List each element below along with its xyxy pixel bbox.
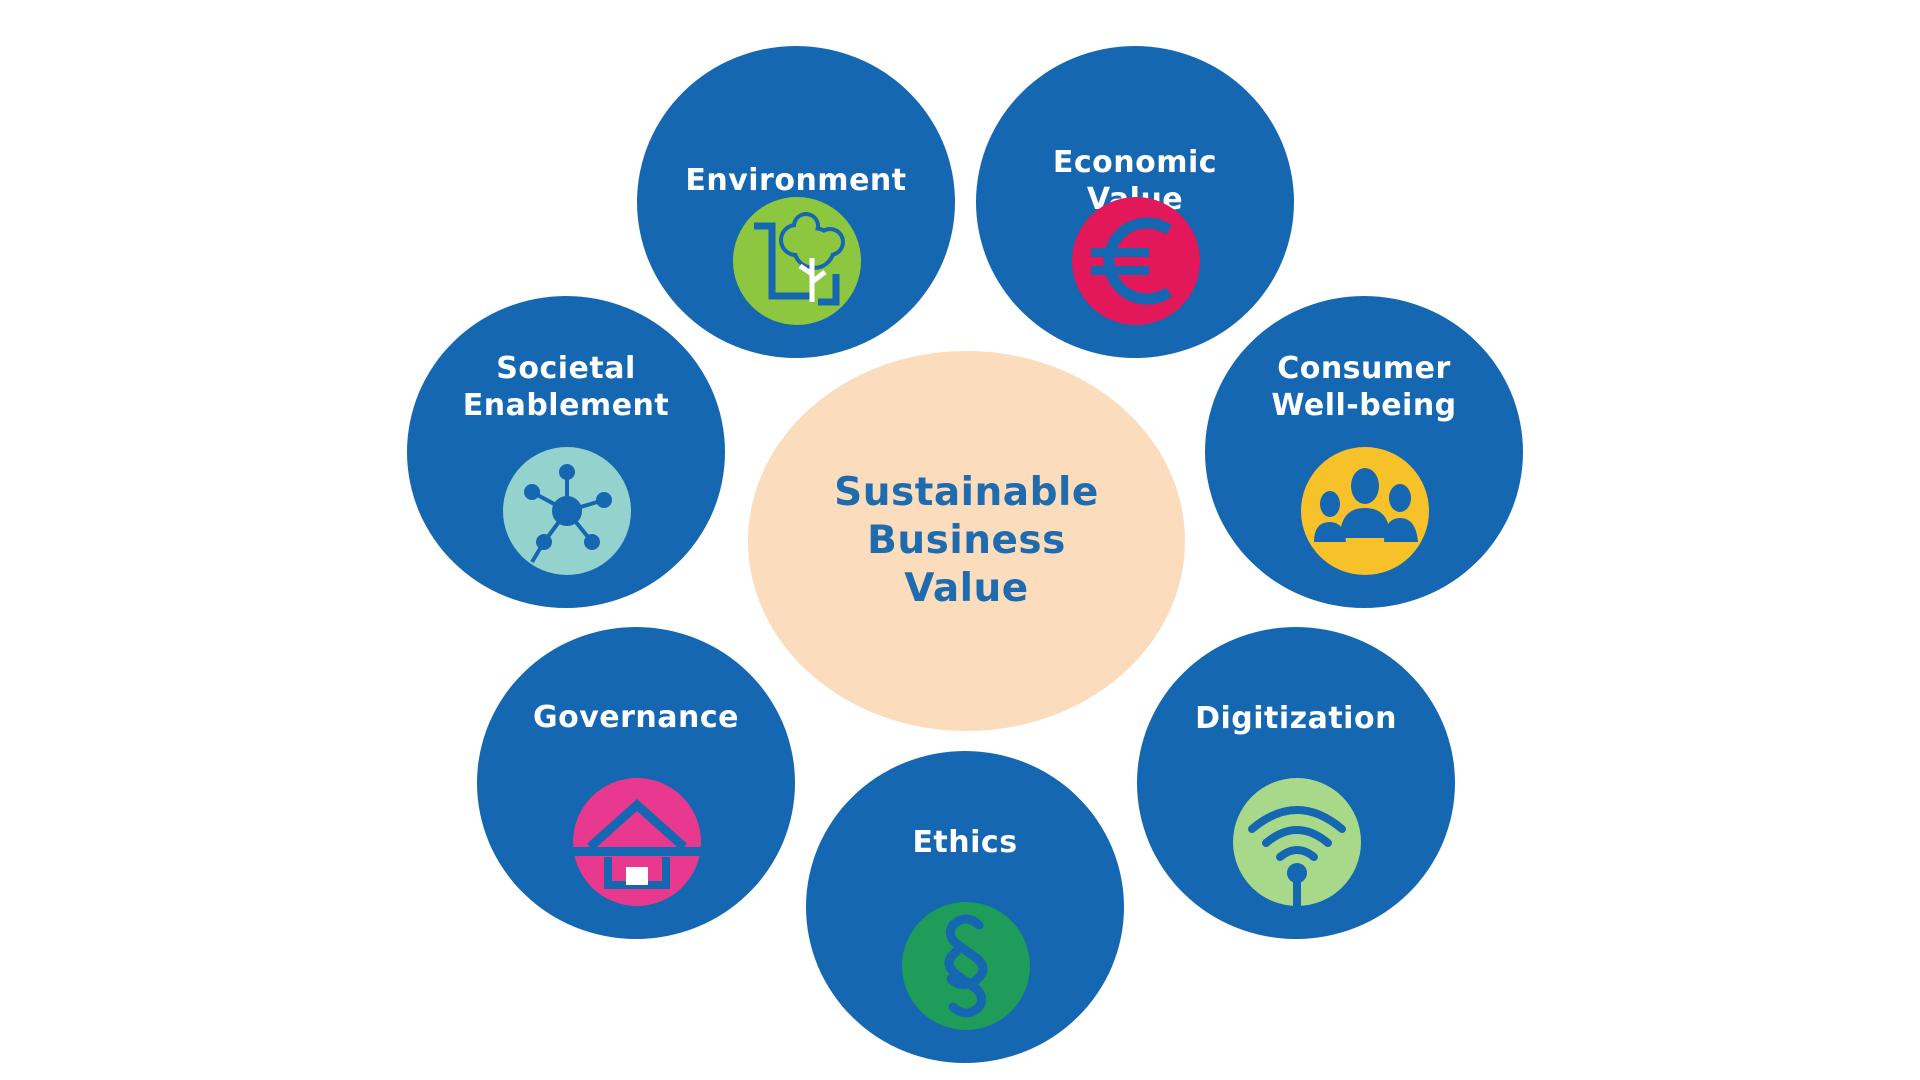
- network-icon: [502, 446, 632, 576]
- node-consumer-label-line-2: Well-being: [1271, 388, 1457, 423]
- node-societal-label-line-1: Societal: [496, 351, 636, 386]
- node-governance-label-line-1: Governance: [532, 700, 740, 735]
- center-title: Sustainable Business Value: [797, 469, 1137, 613]
- node-environment-label-line-1: Environment: [685, 163, 907, 198]
- house-icon: [572, 777, 702, 907]
- tree-icon: [732, 196, 862, 326]
- center-title-line-2: Business: [867, 518, 1066, 563]
- wifi-icon: [1232, 777, 1362, 907]
- node-digitization-label-line-1: Digitization: [1195, 701, 1397, 736]
- node-societal-label-line-2: Enablement: [462, 388, 670, 423]
- node-ethics-label-line-1: Ethics: [912, 825, 1018, 860]
- node-consumer-label-line-1: Consumer: [1277, 351, 1451, 386]
- center-title-line-3: Value: [904, 566, 1029, 611]
- node-digitization-label: Digitization: [1137, 700, 1455, 737]
- node-environment-label: Environment: [637, 162, 955, 199]
- node-societal-label: Societal Enablement: [407, 350, 725, 424]
- node-ethics: Ethics: [806, 751, 1124, 1063]
- section-icon: [901, 901, 1031, 1031]
- node-economic-label-line-1: Economic: [1052, 145, 1218, 180]
- node-environment: Environment: [637, 46, 955, 358]
- node-digitization: Digitization: [1137, 627, 1455, 939]
- node-governance: Governance: [477, 627, 795, 939]
- node-ethics-label: Ethics: [806, 824, 1124, 861]
- node-consumer-well-being: Consumer Well-being: [1205, 296, 1523, 608]
- node-societal-enablement: Societal Enablement: [407, 296, 725, 608]
- node-governance-label: Governance: [477, 699, 795, 736]
- people-icon: [1300, 446, 1430, 576]
- node-economic-value: Economic Value: [976, 46, 1294, 358]
- euro-icon: [1071, 196, 1201, 326]
- center-ellipse: Sustainable Business Value: [748, 351, 1185, 731]
- center-title-line-1: Sustainable: [834, 470, 1099, 515]
- node-consumer-label: Consumer Well-being: [1205, 350, 1523, 424]
